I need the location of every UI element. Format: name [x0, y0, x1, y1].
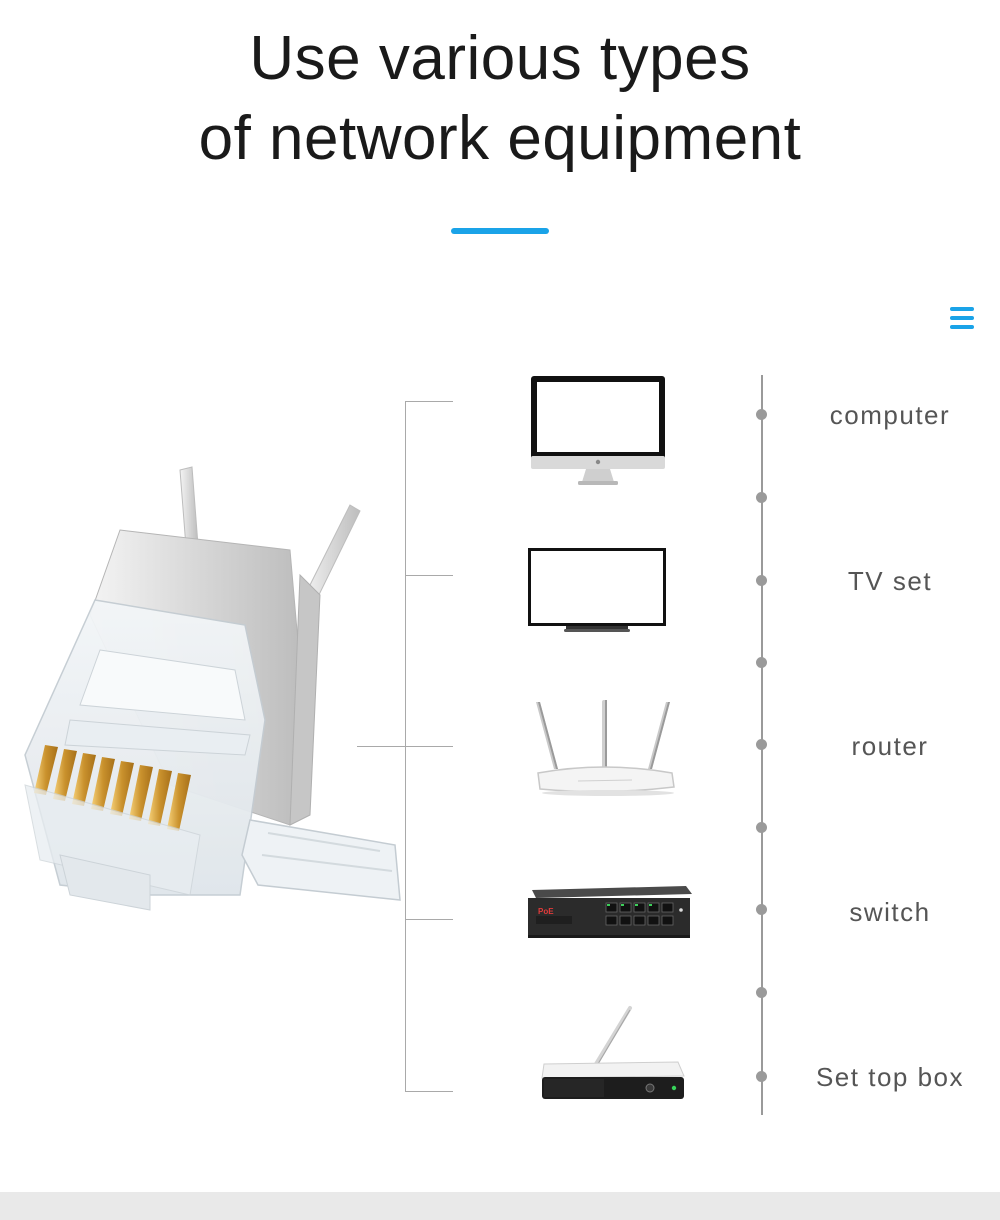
- timeline-dot: [756, 1071, 767, 1082]
- timeline-dot: [756, 739, 767, 750]
- hamburger-menu-icon[interactable]: [950, 307, 974, 329]
- set-top-box-icon: [541, 1006, 685, 1099]
- device-label-tv: TV set: [847, 566, 933, 596]
- device-label-computer: computer: [829, 400, 951, 430]
- timeline-dot: [756, 904, 767, 915]
- poe-switch-icon: PoE: [528, 886, 692, 938]
- timeline-dot: [756, 409, 767, 420]
- device-label-settopbox: Set top box: [815, 1062, 965, 1092]
- page-title-line-2: of network equipment: [198, 104, 802, 173]
- device-label-switch: switch: [849, 897, 931, 927]
- title-accent-bar: [451, 228, 549, 234]
- bracket-branch-tv: [405, 575, 453, 576]
- timeline-dot: [756, 822, 767, 833]
- wifi-router-icon: [536, 700, 675, 796]
- timeline-dot: [756, 987, 767, 998]
- footer-band: [0, 1192, 1000, 1220]
- page-title-line-1: Use various types: [249, 24, 751, 93]
- timeline-dot: [756, 492, 767, 503]
- bracket-branch-computer: [405, 401, 453, 402]
- bracket-branch-connector: [357, 746, 453, 747]
- timeline-dot: [756, 657, 767, 668]
- rj45-connector-image: [24, 466, 401, 911]
- computer-monitor-icon: [531, 376, 665, 485]
- device-label-router: router: [851, 731, 929, 761]
- bracket-branch-switch: [405, 919, 453, 920]
- tv-icon: [528, 548, 666, 632]
- poe-badge: PoE: [538, 907, 554, 916]
- timeline-dot: [756, 575, 767, 586]
- bracket-branch-settopbox: [405, 1091, 453, 1092]
